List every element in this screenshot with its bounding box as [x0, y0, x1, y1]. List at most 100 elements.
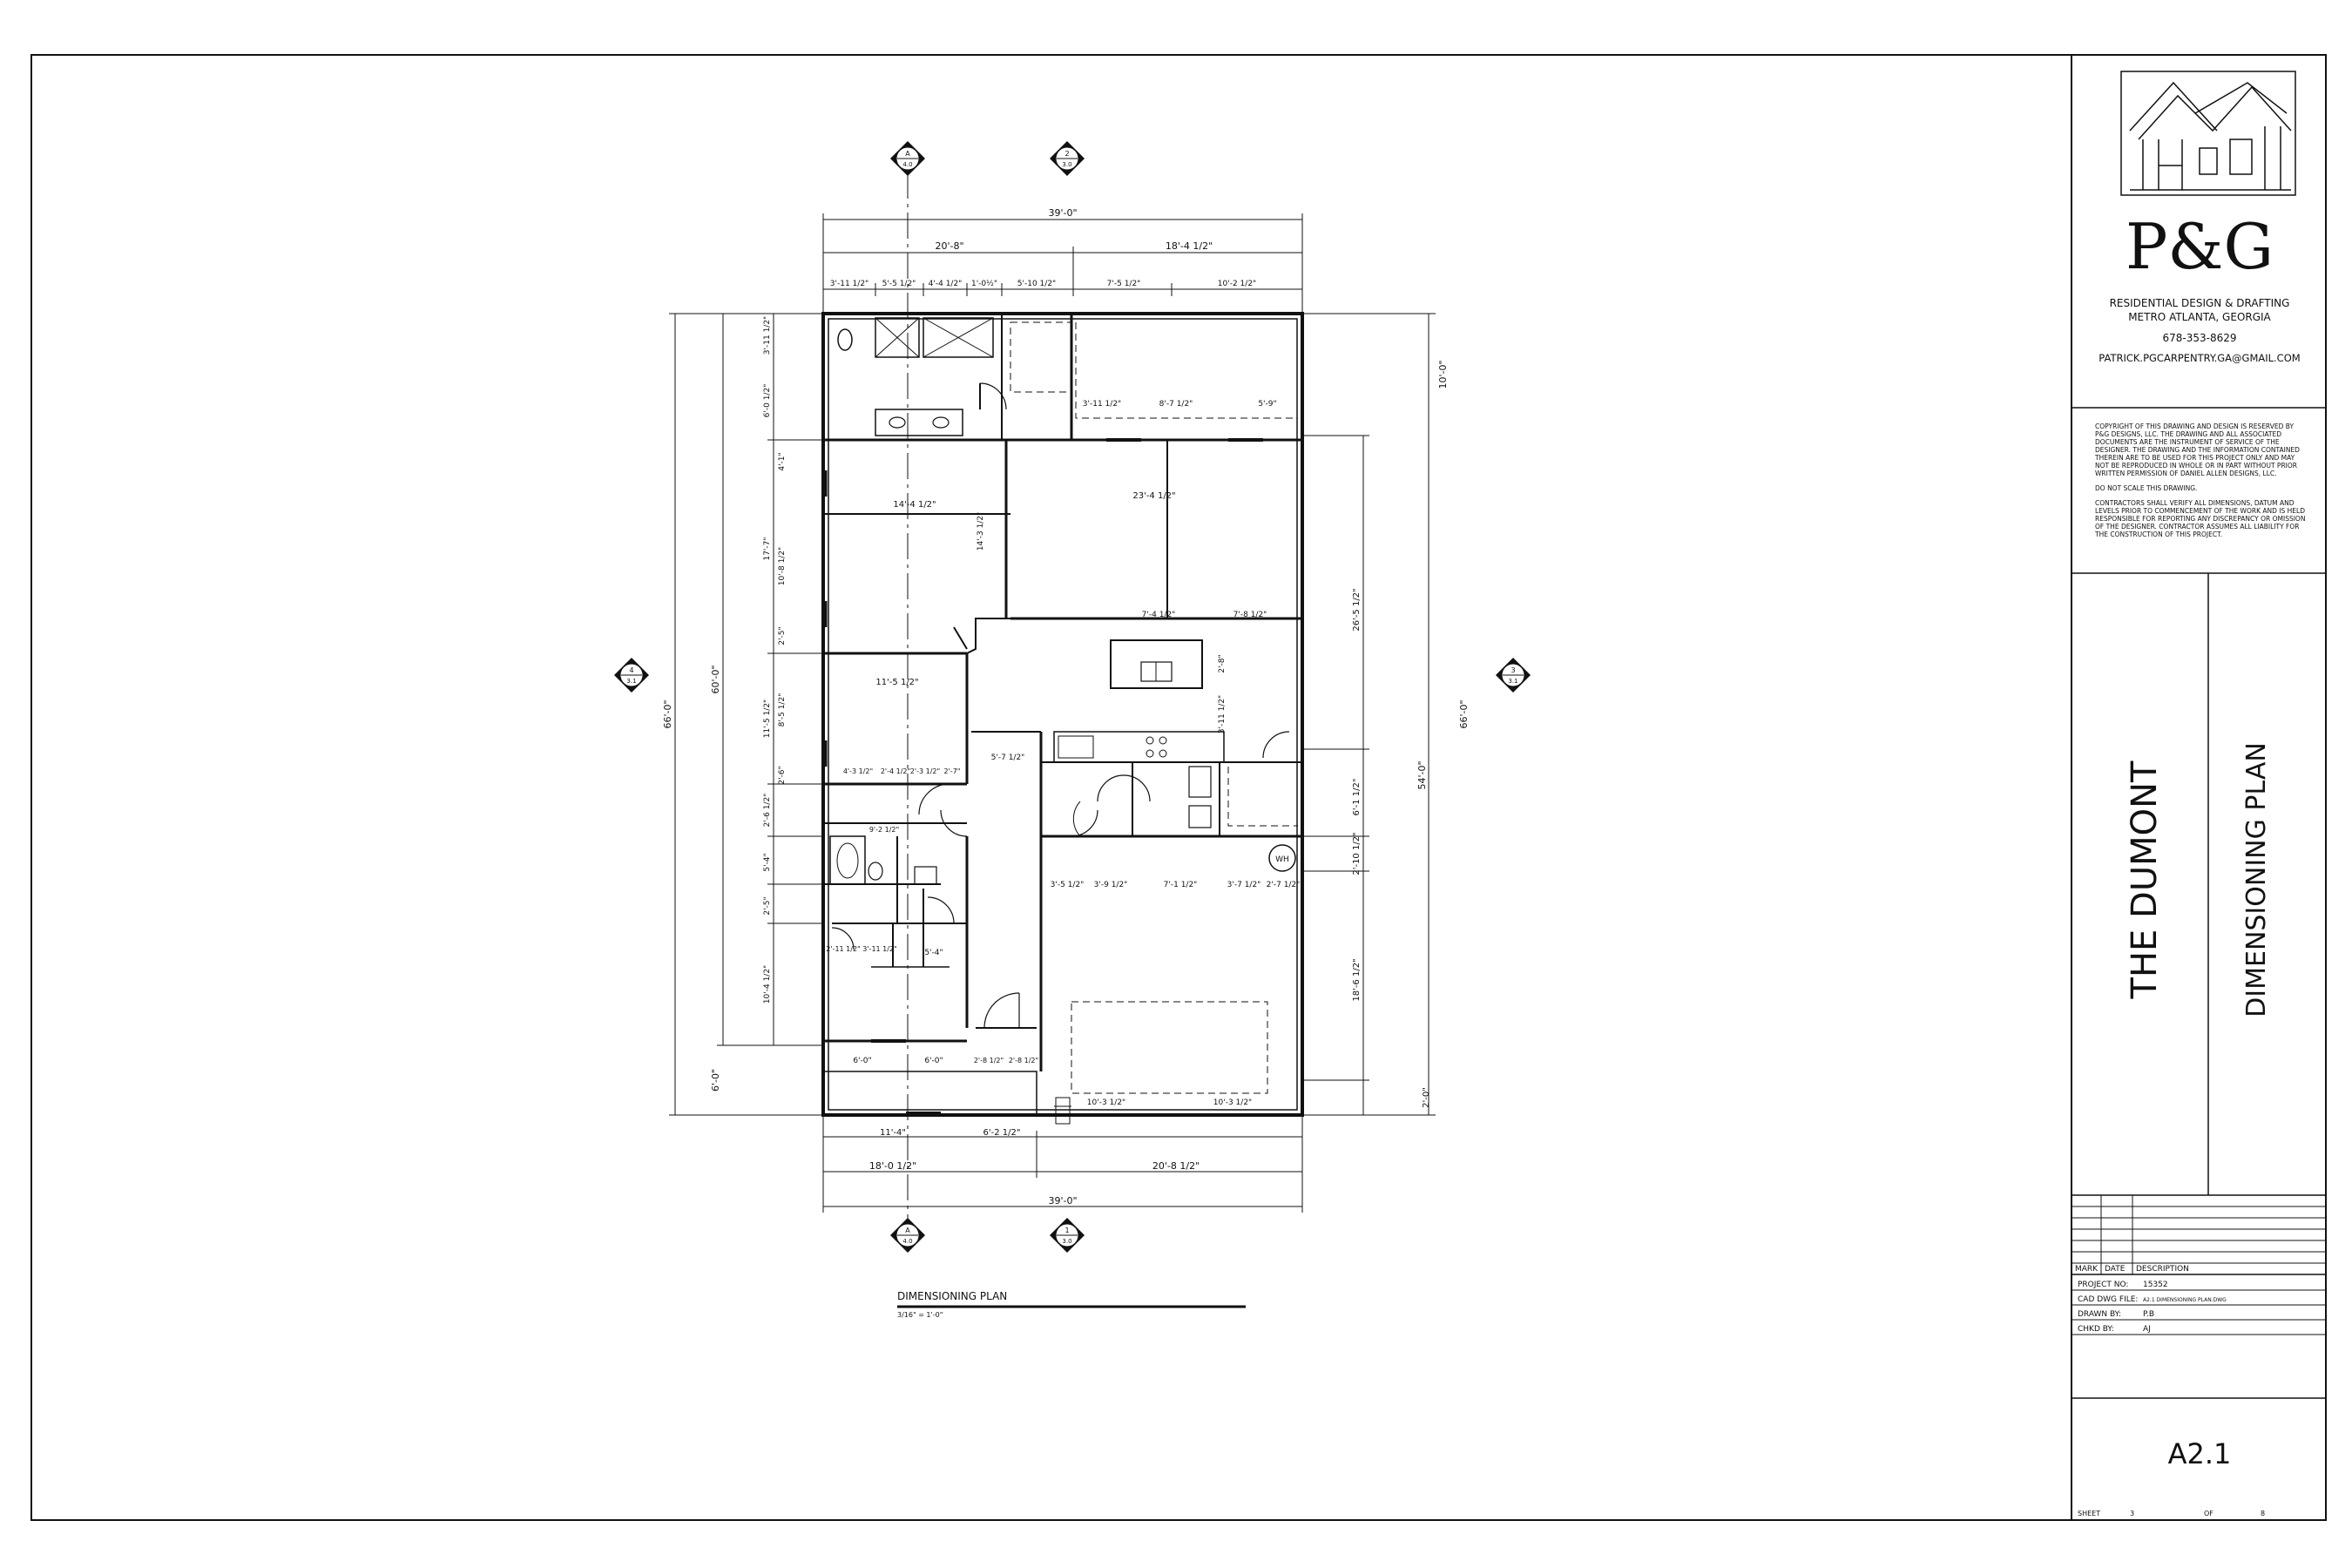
walk-in-closet — [1010, 321, 1072, 393]
section-marker-letter: 2 — [1064, 150, 1069, 158]
dim-interior: 5'-7 1/2" — [991, 754, 1025, 762]
contractor-note-text: CONTRACTORS SHALL VERIFY ALL DIMENSIONS,… — [2095, 499, 2306, 538]
dim-bottom-seg: 6'-2 1/2" — [983, 1128, 1021, 1138]
section-marker-sheet: 3.0 — [1062, 1238, 1071, 1245]
dim-bottom-left-half: 18'-0 1/2" — [869, 1160, 916, 1172]
company-logo-text: P&G — [2126, 210, 2274, 283]
dim-interior: 8'-7 1/2" — [1159, 400, 1193, 409]
dim-interior: 2'-3 1/2" — [910, 767, 940, 775]
sheet-label: SHEET — [2078, 1510, 2100, 1517]
section-marker-letter: A — [905, 1227, 910, 1234]
dim-left-seg: 10'-4 1/2" — [763, 965, 772, 1004]
dim-right-upper: 10'-0" — [1437, 360, 1449, 389]
dim-interior: 3'-9 1/2" — [1094, 881, 1128, 889]
dimension-lines — [669, 172, 1436, 1241]
dim-left-seg: 10'-8 1/2" — [778, 547, 787, 585]
dim-right-mid-a: 26'-5 1/2" — [1352, 588, 1362, 631]
dim-bottom-seg: 11'-4" — [880, 1128, 906, 1138]
dim-right-bottom: 2'-0" — [1422, 1087, 1431, 1108]
dim-interior: 3'-11 1/2" — [862, 945, 896, 953]
title-block-lower: THE DUMONT DIMENSIONING PLAN MARK DATE D… — [2072, 573, 2326, 1517]
dim-top-seg: 4'-4 1/2" — [929, 280, 963, 288]
dim-interior: 23'-4 1/2" — [1132, 491, 1175, 501]
front-porch — [822, 1071, 1037, 1116]
company-location: METRO ATLANTA, GEORGIA — [2128, 311, 2271, 323]
dim-left-seg: 4'-1" — [778, 452, 787, 470]
section-marker: 3 3.1 — [1496, 658, 1531, 693]
master-shower — [875, 317, 920, 358]
dim-interior: 7'-4 1/2" — [1142, 611, 1176, 619]
exterior-wall — [821, 312, 1304, 1117]
chkd-by: AJ — [2143, 1325, 2151, 1334]
dim-interior: 2'-4 1/2" — [881, 767, 910, 775]
plan-title-block: DIMENSIONING PLAN 3/16" = 1'-0" — [897, 1290, 1246, 1319]
dim-left-seg: 11'-5 1/2" — [763, 700, 772, 738]
dim-interior: 2'-7 1/2" — [1267, 881, 1301, 889]
chkd-by-label: CHKD BY: — [2078, 1325, 2114, 1334]
dim-left-seg: 2'-5" — [763, 896, 772, 915]
dim-interior: 7'-1 1/2" — [1164, 881, 1198, 889]
dim-bottom-total: 39'-0" — [1048, 1195, 1077, 1206]
dim-interior: 2'-8 1/2" — [974, 1057, 1004, 1064]
sheet-total: 8 — [2261, 1510, 2265, 1517]
section-markers: A 4.0 2 3.0 4 3.1 3 3.1 A — [614, 141, 1531, 1253]
dim-left-seg: 3'-11 1/2" — [763, 316, 772, 355]
plan-title: DIMENSIONING PLAN — [897, 1290, 1007, 1302]
sheet-number: A2.1 — [2168, 1437, 2232, 1470]
dim-interior: 6'-0" — [853, 1057, 871, 1065]
sheet-border — [30, 54, 2327, 1521]
dim-interior: 14'-3 1/2" — [977, 512, 985, 551]
dim-left-seg: 5'-4" — [763, 853, 772, 871]
sheet-of-label: OF — [2204, 1510, 2213, 1517]
dim-interior: 11'-5 1/2" — [875, 678, 918, 687]
section-marker-letter: 4 — [629, 666, 633, 674]
dim-left-total: 66'-0" — [662, 700, 673, 728]
dim-interior: 3'-11 1/2" — [1083, 400, 1121, 409]
section-marker-sheet: 4.0 — [902, 161, 912, 168]
dim-interior: 2'-7" — [944, 767, 961, 775]
dim-bottom-right-half: 20'-8 1/2" — [1152, 1160, 1200, 1172]
kitchen-island — [1110, 639, 1203, 689]
dimension-labels: 39'-0" 20'-8" 18'-4 1/2" 3'-11 1/2" 5'-5… — [662, 207, 1470, 1206]
dim-interior: 5'-9" — [1258, 400, 1276, 409]
project-no: 15352 — [2143, 1281, 2168, 1289]
dim-interior: 2'-8" — [1218, 654, 1227, 672]
plan-scale: 3/16" = 1'-0" — [897, 1311, 943, 1319]
dim-right-total: 66'-0" — [1458, 700, 1470, 728]
vanity — [875, 409, 963, 436]
dim-left-seg: 8'-5 1/2" — [778, 693, 787, 727]
dim-interior: 5'-4" — [924, 949, 943, 957]
dim-top-seg: 7'-5 1/2" — [1107, 280, 1141, 288]
bath-2-tub — [829, 835, 866, 885]
copyright-notes: COPYRIGHT OF THIS DRAWING AND DESIGN IS … — [2095, 422, 2308, 538]
dim-left-seg: 2'-6" — [778, 766, 787, 784]
dim-top-total: 39'-0" — [1048, 207, 1077, 219]
garage-car-outline — [1071, 1001, 1268, 1094]
dim-interior: 7'-8 1/2" — [1233, 611, 1267, 619]
section-marker: 1 3.0 — [1050, 1218, 1085, 1253]
dim-top-seg: 10'-2 1/2" — [1218, 280, 1256, 288]
dim-right-mid-c: 2'-10 1/2" — [1352, 832, 1362, 875]
rev-header-date: DATE — [2105, 1265, 2126, 1274]
project-no-label: PROJECT NO: — [2078, 1281, 2128, 1289]
section-marker-letter: 3 — [1511, 666, 1515, 674]
dim-top-seg: 3'-11 1/2" — [830, 280, 868, 288]
title-block: P&G RESIDENTIAL DESIGN & DRAFTING METRO … — [2071, 55, 2326, 1520]
dim-interior: 6'-0" — [924, 1057, 943, 1065]
dim-top-left-half: 20'-8" — [935, 240, 963, 252]
copyright-text: COPYRIGHT OF THIS DRAWING AND DESIGN IS … — [2095, 422, 2300, 477]
dim-interior: 14'-4 1/2" — [893, 500, 936, 510]
dim-interior: 4'-3 1/2" — [843, 767, 873, 775]
drawn-by-label: DRAWN BY: — [2078, 1310, 2121, 1319]
dim-right-mid-total: 54'-0" — [1416, 760, 1428, 789]
dim-top-seg: 5'-5 1/2" — [882, 280, 916, 288]
company-tagline: RESIDENTIAL DESIGN & DRAFTING — [2110, 297, 2290, 309]
section-marker-sheet: 3.0 — [1062, 161, 1071, 168]
section-marker-sheet: 4.0 — [902, 1238, 912, 1245]
drawn-by: P.B — [2143, 1310, 2154, 1319]
dim-left-inner: 60'-0" — [710, 665, 721, 693]
dim-left-seg: 2'-5" — [778, 626, 787, 645]
dim-right-lower: 18'-6 1/2" — [1352, 958, 1362, 1001]
floor-plan — [821, 312, 1304, 1125]
